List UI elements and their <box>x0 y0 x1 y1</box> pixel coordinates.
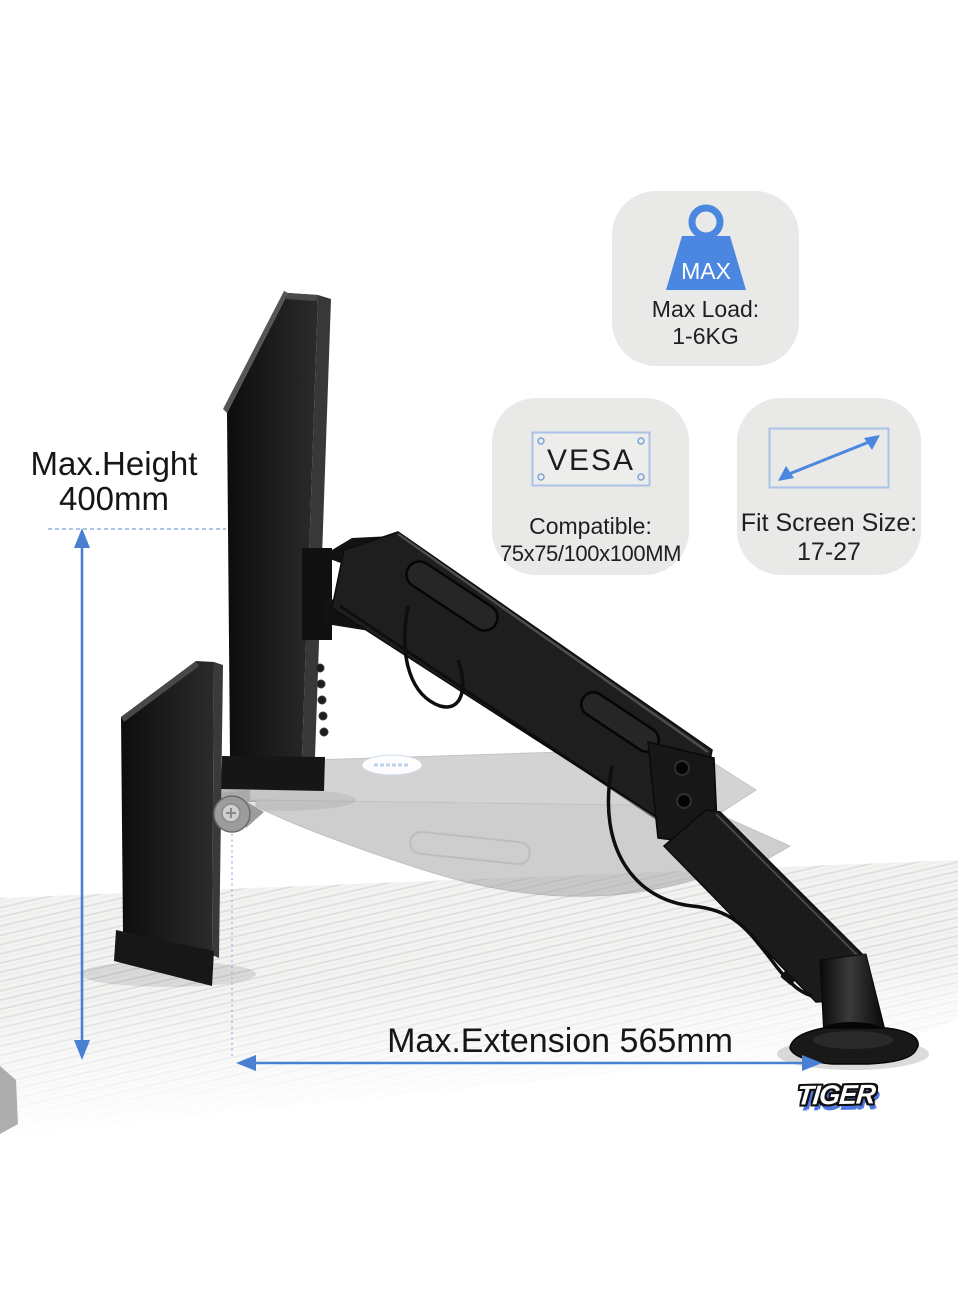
lower-monitor <box>114 661 223 986</box>
screen-size-badge: Fit Screen Size: 17-27 <box>737 398 921 575</box>
monitor-buttons <box>315 663 329 737</box>
screen-size-value: 17-27 <box>797 538 861 566</box>
max-load-text: Max Load: <box>651 296 760 322</box>
max-load-value: 1-6KG <box>672 323 739 349</box>
arrowhead-left <box>236 1055 256 1071</box>
lower-monitor-screen <box>121 661 214 955</box>
dimension-annotations <box>48 528 822 1071</box>
lower-monitor-bezel <box>114 930 214 986</box>
arm-brand-logo <box>361 754 423 776</box>
vesa-badge: VESA Compatible: 75x75/100x100MM <box>492 398 689 575</box>
cable <box>403 605 465 709</box>
vesa-plate-icon: VESA <box>531 431 650 487</box>
desk-surface <box>0 860 958 1136</box>
cable-clip <box>780 971 796 985</box>
beam-slot <box>405 560 499 632</box>
tilt-knob <box>213 795 264 833</box>
upper-monitor-bezel <box>221 756 325 791</box>
vesa-compatible-text: Compatible: <box>529 513 652 539</box>
upper-monitor <box>221 291 331 791</box>
arrowhead-down <box>74 1040 90 1060</box>
vesa-icon-label: VESA <box>546 444 634 477</box>
weight-icon: MAX <box>665 204 746 290</box>
arrowhead-right <box>802 1055 822 1071</box>
brand-logo: TIGER <box>795 1079 877 1111</box>
height-dimension-label: Max.Height 400mm <box>8 446 220 516</box>
screen-size-text: Fit Screen Size: <box>740 509 918 537</box>
gas-spring-arm <box>302 531 919 1065</box>
vesa-compatible-value: 75x75/100x100MM <box>499 541 682 566</box>
weight-icon-label: MAX <box>681 258 731 284</box>
height-value: 400mm <box>58 480 170 517</box>
arrowhead-up <box>74 528 90 548</box>
max-load-badge: MAX Max Load: 1-6KG <box>612 191 799 366</box>
upper-monitor-screen <box>227 293 318 757</box>
screen-diagonal-icon <box>768 427 890 489</box>
height-label: Max.Height <box>30 445 198 482</box>
extension-dimension-label: Max.Extension 565mm <box>387 1022 733 1060</box>
desk-edge-shadow <box>0 1066 18 1134</box>
